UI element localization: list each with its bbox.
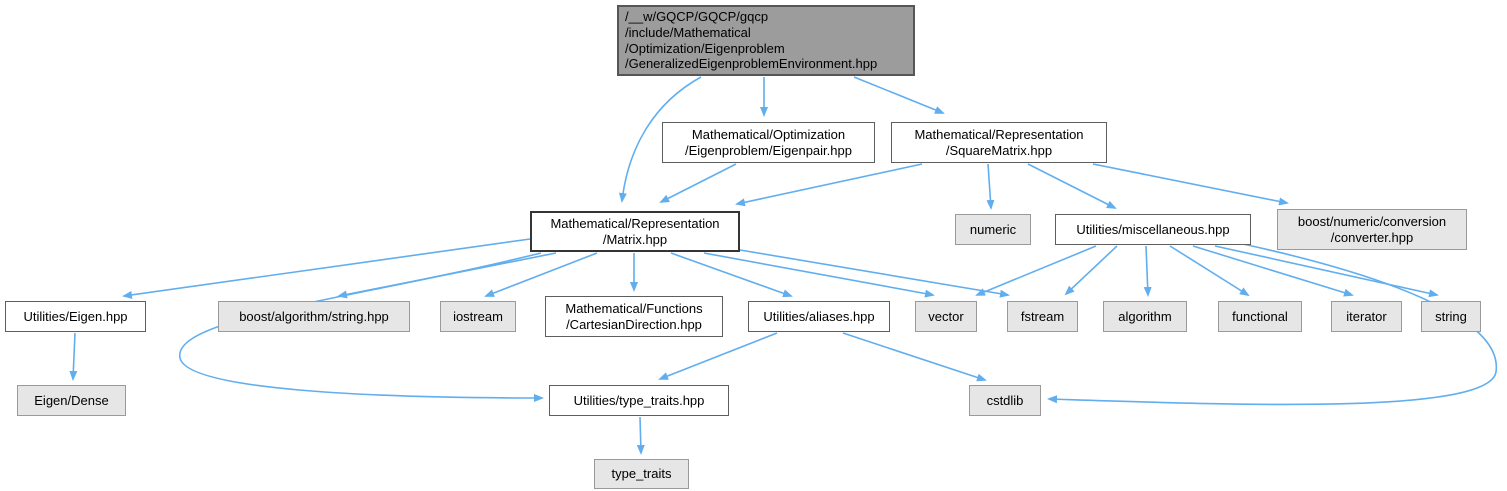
edge-matrix-type_traits_hpp: [179, 252, 544, 402]
edge-eigen_hpp-eigen_dense: [69, 332, 78, 381]
node-type-traits: type_traits: [594, 459, 689, 489]
node-iostream: iostream: [440, 301, 516, 332]
edge-matrix-fstream: [739, 249, 1010, 298]
node-string: string: [1421, 301, 1481, 332]
node-boost-algorithm-string-hpp: boost/algorithm/string.hpp: [218, 301, 410, 332]
node-matrix-hpp[interactable]: Mathematical/Representation /Matrix.hpp: [530, 211, 740, 252]
edge-matrix-eigen_hpp: [122, 238, 531, 299]
edge-squarematrix-converter: [1092, 163, 1289, 206]
node-eigen-dense: Eigen/Dense: [17, 385, 126, 416]
node-cstdlib: cstdlib: [969, 385, 1041, 416]
edge-squarematrix-miscellaneous: [1027, 163, 1117, 209]
edge-miscellaneous-functional: [1169, 245, 1250, 297]
edge-miscellaneous-vector: [975, 245, 1097, 296]
edge-squarematrix-matrix: [735, 163, 923, 207]
node-squarematrix-hpp[interactable]: Mathematical/Representation /SquareMatri…: [891, 122, 1107, 163]
edge-root-squarematrix: [853, 76, 945, 114]
node-algorithm: algorithm: [1103, 301, 1187, 332]
node-cartesian-direction-hpp[interactable]: Mathematical/Functions /CartesianDirecti…: [545, 296, 723, 337]
node-type-traits-hpp[interactable]: Utilities/type_traits.hpp: [549, 385, 729, 416]
edge-aliases-type_traits_hpp: [658, 332, 778, 380]
edge-squarematrix-numeric: [986, 163, 995, 210]
node-aliases-hpp[interactable]: Utilities/aliases.hpp: [748, 301, 890, 332]
node-miscellaneous-hpp[interactable]: Utilities/miscellaneous.hpp: [1055, 214, 1251, 245]
edge-type_traits_hpp-type_traits: [636, 416, 645, 455]
node-vector: vector: [915, 301, 977, 332]
edge-matrix-aliases: [670, 252, 793, 298]
edge-miscellaneous-algorithm: [1143, 245, 1152, 297]
node-boost-converter-hpp: boost/numeric/conversion /converter.hpp: [1277, 209, 1467, 250]
node-functional: functional: [1218, 301, 1302, 332]
node-utilities-eigen-hpp[interactable]: Utilities/Eigen.hpp: [5, 301, 146, 332]
node-fstream: fstream: [1007, 301, 1078, 332]
edge-root-matrix: [618, 76, 702, 203]
edge-matrix-vector: [703, 252, 935, 298]
edge-miscellaneous-fstream: [1064, 245, 1118, 296]
edge-aliases-cstdlib: [842, 332, 987, 382]
node-generalized-eigenproblem-environment: /__w/GQCP/GQCP/gqcp /include/Mathematica…: [617, 5, 915, 76]
node-numeric: numeric: [955, 214, 1031, 245]
edge-miscellaneous-string: [1214, 245, 1439, 298]
edge-matrix-iostream: [484, 252, 598, 297]
node-eigenpair-hpp[interactable]: Mathematical/Optimization /Eigenproblem/…: [662, 122, 875, 163]
edge-miscellaneous-cstdlib: [1047, 243, 1498, 406]
edge-miscellaneous-iterator: [1192, 245, 1354, 297]
edge-eigenpair-matrix: [659, 163, 737, 203]
node-iterator: iterator: [1331, 301, 1402, 332]
